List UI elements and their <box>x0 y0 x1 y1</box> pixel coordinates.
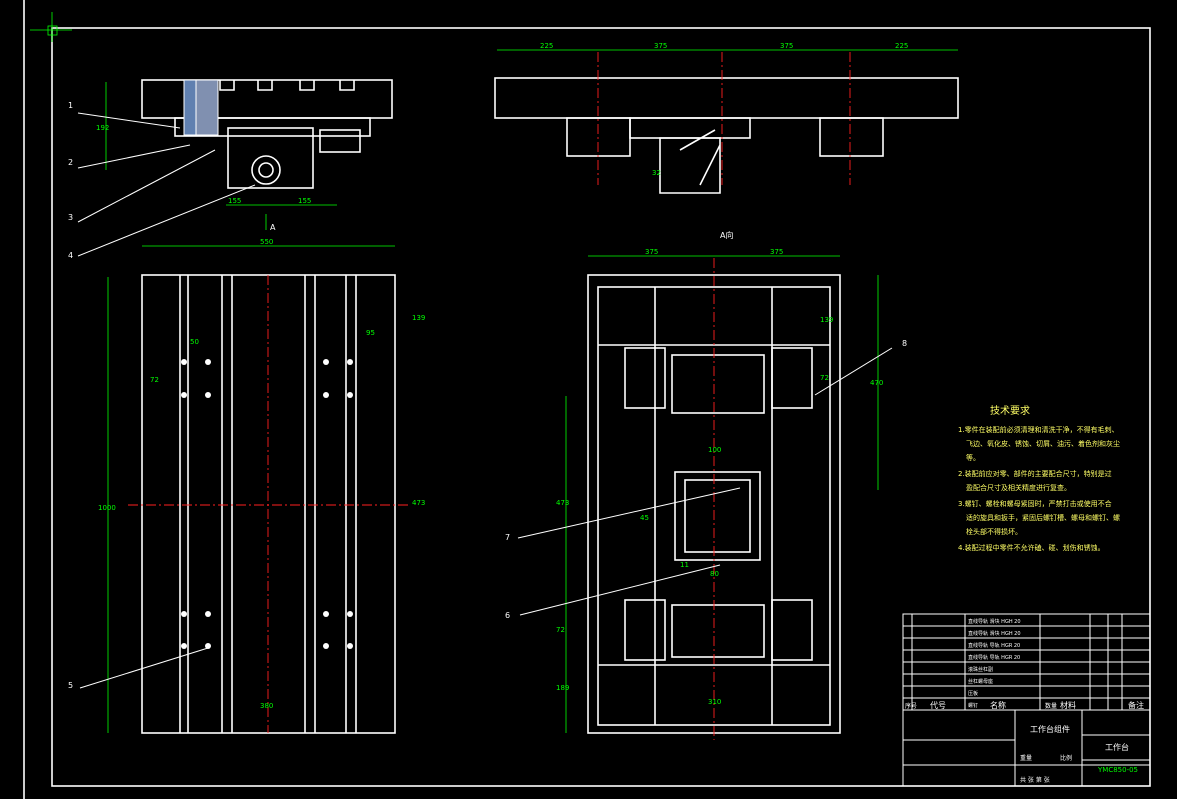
dim-45: 45 <box>640 514 649 522</box>
sheet-label: 共 张 第 张 <box>1020 776 1050 784</box>
header-no: 序号 <box>905 702 917 710</box>
callout-5: 5 <box>68 681 73 690</box>
view-a-title: A向 <box>720 230 733 240</box>
dim-470: 470 <box>870 379 883 387</box>
part-5-name: 直线导轨 导轨 HGR 20 <box>968 654 1020 661</box>
dim-380: 380 <box>260 702 273 710</box>
dim-473-a: 473 <box>556 499 569 507</box>
dim-139-a: 139 <box>820 316 833 324</box>
tech-req-line-9: 4.装配过程中零件不允许磕、碰、划伤和锈蚀。 <box>958 543 1105 552</box>
callout-1: 1 <box>68 101 73 110</box>
tech-req-line-5: 盈配合尺寸及相关精度进行复查。 <box>966 483 1071 492</box>
tech-req-line-7: 适的旋具和扳手，紧固后螺钉槽、螺母和螺钉、螺 <box>966 513 1120 522</box>
tech-req-line-6: 3.螺钉、螺栓和螺母紧固时，严禁打击或使用不合 <box>958 499 1112 508</box>
plan-view-left: 550 1000 139 95 50 72 473 380 5 <box>68 238 425 734</box>
technical-requirements: 技术要求 1.零件在装配前必须清理和清洗干净，不得有毛刺、 飞边、氧化皮、锈蚀、… <box>958 404 1120 552</box>
dim-375-right-a: 375 <box>770 248 783 256</box>
header-material: 材料 <box>1060 700 1076 710</box>
tech-req-line-4: 2.装配前应对零、部件的主要配合尺寸，特别是过 <box>958 469 1112 478</box>
title-block: 序号 代号 名称 数量 材料 备注 直线导轨 滑块 HGH 20 直线导轨 滑块… <box>902 613 1151 787</box>
dim-155-right: 155 <box>298 197 311 205</box>
part-1-name: 螺钉 <box>968 702 978 709</box>
dim-95: 95 <box>366 329 375 337</box>
callout-2: 2 <box>68 158 73 167</box>
dim-32: 32 <box>652 169 661 177</box>
callout-6: 6 <box>505 611 510 620</box>
front-view-top-right: 225 375 375 225 32 <box>494 42 959 194</box>
header-name: 名称 <box>990 700 1006 710</box>
callout-8: 8 <box>902 339 907 348</box>
tech-req-line-8: 栓头部不得损坏。 <box>966 527 1022 536</box>
assembly-name: 工作台组件 <box>1030 724 1070 734</box>
part-2-name: 压板 <box>968 690 978 697</box>
callout-3: 3 <box>68 213 73 222</box>
dim-72-a: 72 <box>820 374 829 382</box>
part-4-name: 滚珠丝杠副 <box>968 666 993 673</box>
callout-4: 4 <box>68 251 73 260</box>
header-remark: 备注 <box>1128 700 1144 710</box>
dim-80: 80 <box>710 570 719 578</box>
dim-225-left: 225 <box>540 42 553 50</box>
dim-473: 473 <box>412 499 425 507</box>
dim-225-right: 225 <box>895 42 908 50</box>
header-code: 代号 <box>930 700 946 710</box>
weight-label: 重量 <box>1020 754 1032 762</box>
dim-550: 550 <box>260 238 273 246</box>
header-qty: 数量 <box>1045 702 1057 710</box>
callout-7: 7 <box>505 533 510 542</box>
view-marker-a: A <box>270 223 276 232</box>
tech-req-title: 技术要求 <box>990 404 1030 417</box>
drawing-name: 工作台 <box>1105 742 1129 752</box>
part-7-name: 直线导轨 滑块 HGH 20 <box>968 630 1021 637</box>
dim-72: 72 <box>150 376 159 384</box>
dim-375-a: 375 <box>654 42 667 50</box>
dim-72-b: 72 <box>556 626 565 634</box>
dim-375-left-a: 375 <box>645 248 658 256</box>
dim-50: 50 <box>190 338 199 346</box>
part-3-name: 丝杠螺母座 <box>968 678 993 685</box>
tech-req-line-3: 等。 <box>966 453 980 462</box>
dim-310: 310 <box>708 698 721 706</box>
section-view-top-left: 155 155 192 1 2 3 4 A <box>68 79 393 260</box>
dim-1000: 1000 <box>98 504 116 512</box>
dim-189: 189 <box>556 684 569 692</box>
dim-100: 100 <box>708 446 721 454</box>
plan-view-a: A向 375 375 139 72 470 100 473 45 72 189 … <box>505 230 907 740</box>
part-8-name: 直线导轨 滑块 HGH 20 <box>968 618 1021 625</box>
drawing-code: YMC850-05 <box>1097 766 1138 774</box>
drawing-border <box>23 0 1151 799</box>
dim-155-left: 155 <box>228 197 241 205</box>
dim-375-b: 375 <box>780 42 793 50</box>
tech-req-line-1: 1.零件在装配前必须清理和清洗干净，不得有毛刺、 <box>958 425 1119 434</box>
dim-192: 192 <box>96 124 109 132</box>
part-6-name: 直线导轨 导轨 HGR 20 <box>968 642 1020 649</box>
dim-139: 139 <box>412 314 425 322</box>
scale-label: 比例 <box>1060 754 1072 762</box>
tech-req-line-2: 飞边、氧化皮、锈蚀、切屑、油污、着色剂和灰尘 <box>966 439 1120 448</box>
dim-11: 11 <box>680 561 689 569</box>
